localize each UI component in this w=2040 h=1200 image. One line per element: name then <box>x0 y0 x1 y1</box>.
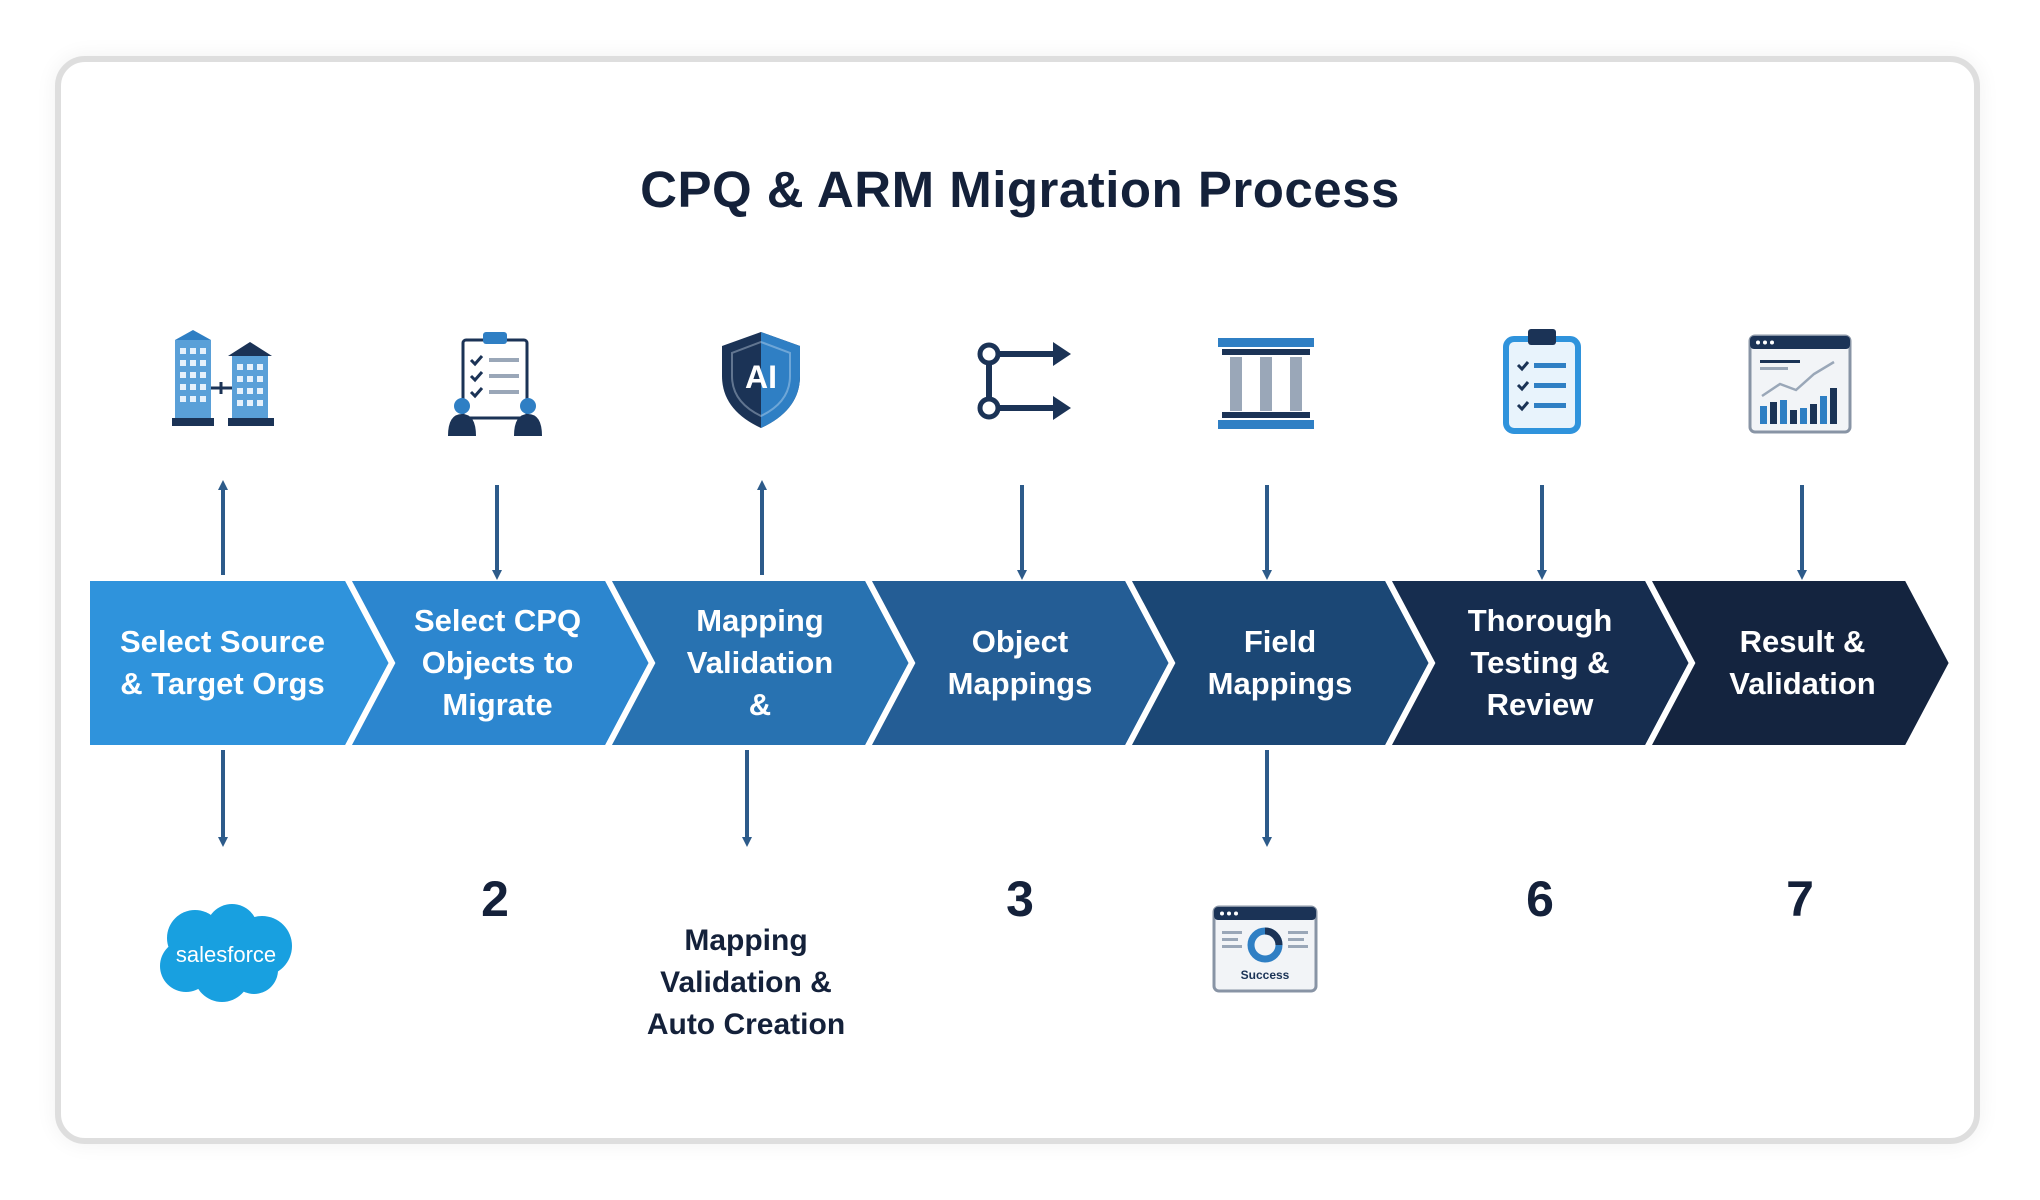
diagram-title: CPQ & ARM Migration Process <box>640 161 1400 218</box>
step-number-6: 6 <box>1526 871 1554 927</box>
step-number-2: 2 <box>481 871 509 927</box>
step-3-label: Mapping Validation & <box>686 603 834 722</box>
success-text: Success <box>1241 968 1290 982</box>
ai-shield-icon: AI <box>722 332 800 428</box>
clipboard-team-icon <box>448 332 542 436</box>
step-1-label: Select Source & Target Orgs <box>119 624 326 701</box>
salesforce-logo-text: salesforce <box>176 942 276 967</box>
checklist-clipboard-icon <box>1503 329 1581 434</box>
step-5-label: Field Mappings <box>1207 624 1353 701</box>
step-2-label: Select CPQ Objects to Migrate <box>413 603 582 722</box>
step-7-label: Result & Validation <box>1729 624 1876 701</box>
route-arrows-icon <box>977 342 1071 420</box>
buildings-connected-icon <box>172 330 274 426</box>
pillars-icon <box>1218 338 1314 429</box>
step-4-label: Object Mappings <box>947 624 1093 701</box>
step-number-7: 7 <box>1786 871 1814 927</box>
success-window-icon: Success <box>1212 905 1318 993</box>
analytics-dashboard-icon <box>1748 334 1852 434</box>
salesforce-logo: salesforce <box>160 904 292 1002</box>
step-6-label: Thorough Testing & Review <box>1467 603 1613 722</box>
step-number-3: 3 <box>1006 871 1034 927</box>
mapping-validation-auto-creation-text: Mapping Validation & Auto Creation <box>646 924 846 1041</box>
ai-shield-text: AI <box>745 359 777 395</box>
step-7-chevron <box>1642 575 1956 751</box>
